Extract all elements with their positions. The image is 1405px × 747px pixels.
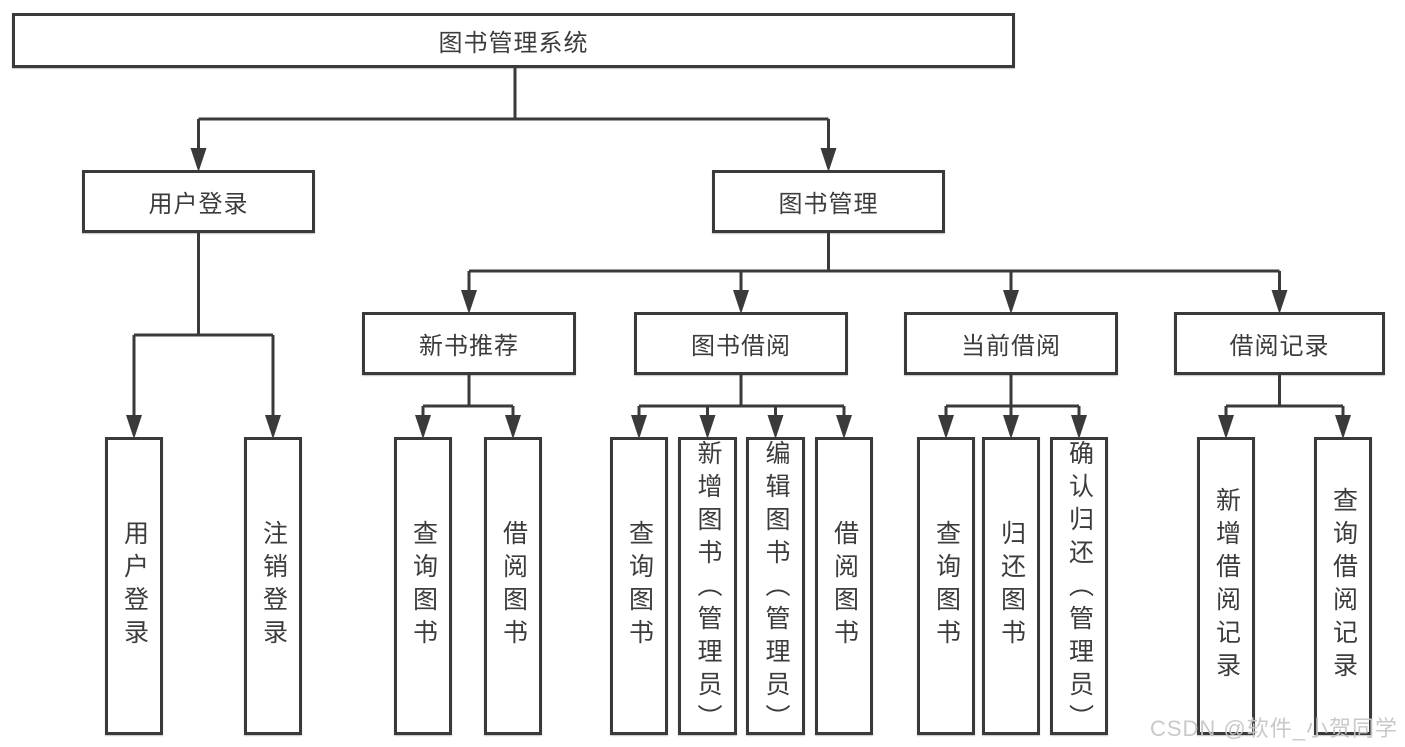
arrowhead-icon xyxy=(1218,415,1234,439)
node-book-management: 图书管理 xyxy=(712,170,945,233)
arrowhead-icon xyxy=(1335,415,1351,439)
node-label: 借阅记录 xyxy=(1229,333,1330,360)
node-cb-query-books: 查询图书 xyxy=(917,437,975,735)
node-label: 图书管理 xyxy=(778,191,879,218)
connector-borrowing-records xyxy=(1224,375,1345,435)
arrowhead-icon xyxy=(126,415,142,439)
arrowhead-icon xyxy=(733,290,749,314)
node-label: 当前借阅 xyxy=(961,333,1061,360)
node-label: 用户登录 xyxy=(148,191,249,218)
node-label: 注销登录 xyxy=(259,520,288,652)
arrowhead-icon xyxy=(415,415,431,439)
node-borrowing-records: 借阅记录 xyxy=(1174,312,1385,375)
connector-current-borrowing xyxy=(944,375,1081,435)
node-label: 新增图书（管理员） xyxy=(694,440,722,737)
node-label: 新书推荐 xyxy=(419,333,519,360)
node-login: 用户登录 xyxy=(105,437,163,735)
arrowhead-icon xyxy=(699,415,716,439)
node-br-query-record: 查询借阅记录 xyxy=(1314,437,1372,735)
node-label: 图书借阅 xyxy=(691,333,791,360)
node-label: 查询图书 xyxy=(625,520,654,652)
node-label: 用户登录 xyxy=(120,520,149,652)
arrowhead-icon xyxy=(1271,290,1288,314)
node-cb-return-books: 归还图书 xyxy=(982,437,1040,735)
node-logout: 注销登录 xyxy=(244,437,302,735)
arrowhead-icon xyxy=(505,415,521,439)
node-label: 新增借阅记录 xyxy=(1212,487,1241,685)
connector-new-book-recommend xyxy=(421,375,515,435)
arrowhead-icon xyxy=(190,148,207,172)
node-cb-confirm-return-admin: 确认归还（管理员） xyxy=(1050,437,1108,737)
node-label: 归还图书 xyxy=(997,520,1026,652)
connector-root xyxy=(197,68,830,168)
node-nb-query-books: 查询图书 xyxy=(394,437,452,735)
arrowhead-icon xyxy=(820,148,837,172)
arrowhead-icon xyxy=(1003,290,1019,314)
arrowhead-icon xyxy=(938,415,954,439)
node-label: 查询借阅记录 xyxy=(1329,487,1358,685)
connector-book-management xyxy=(467,233,1281,310)
connector-user-login xyxy=(132,233,275,435)
arrowhead-icon xyxy=(461,290,477,314)
node-user-login: 用户登录 xyxy=(82,170,315,233)
arrowhead-icon xyxy=(1003,415,1019,439)
node-label: 确认归还（管理员） xyxy=(1065,440,1094,737)
node-book-management-system: 图书管理系统 xyxy=(12,13,1015,68)
node-bb-query-books: 查询图书 xyxy=(610,437,668,735)
node-label: 借阅图书 xyxy=(830,520,859,652)
arrowhead-icon xyxy=(265,415,281,439)
arrowhead-icon xyxy=(631,415,647,439)
node-label: 借阅图书 xyxy=(499,520,528,652)
node-label: 查询图书 xyxy=(409,520,438,652)
node-current-borrowing: 当前借阅 xyxy=(904,312,1118,375)
node-bb-borrow-books: 借阅图书 xyxy=(815,437,873,735)
connector-book-borrowing xyxy=(637,375,846,435)
node-label: 查询图书 xyxy=(932,520,961,652)
node-nb-borrow-books: 借阅图书 xyxy=(484,437,542,735)
arrowhead-icon xyxy=(767,415,784,439)
node-new-book-recommend: 新书推荐 xyxy=(362,312,576,375)
arrowhead-icon xyxy=(836,415,852,439)
node-br-add-record: 新增借阅记录 xyxy=(1197,437,1255,735)
node-book-borrowing: 图书借阅 xyxy=(634,312,848,375)
node-bb-edit-books-admin: 编辑图书（管理员） xyxy=(746,437,805,737)
arrowhead-icon xyxy=(1071,415,1087,439)
node-bb-add-books-admin: 新增图书（管理员） xyxy=(678,437,737,737)
node-label: 编辑图书（管理员） xyxy=(762,440,790,737)
node-label: 图书管理系统 xyxy=(438,30,589,57)
watermark: CSDN @软件_小贺同学 xyxy=(1149,716,1398,741)
